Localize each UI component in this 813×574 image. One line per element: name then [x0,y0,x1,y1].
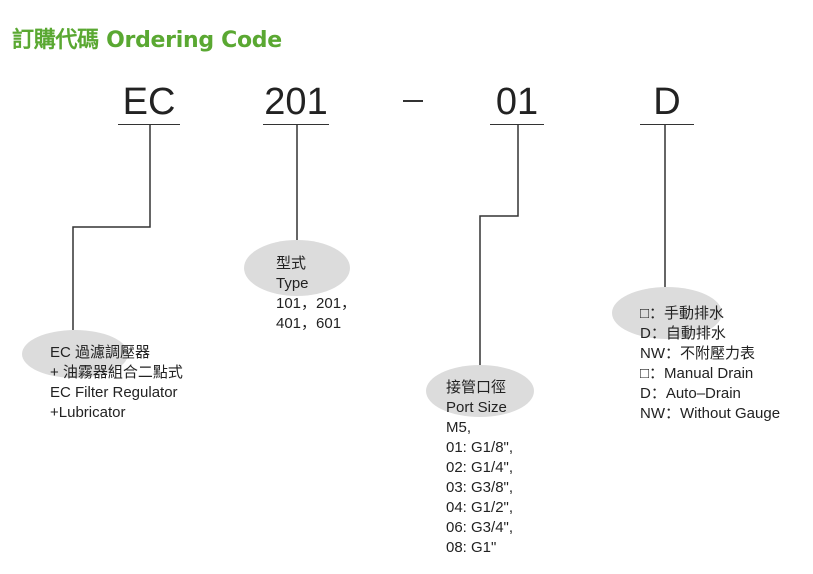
code-drain: D [653,81,681,123]
bubble-type [244,240,350,296]
desc-drain-line: NW：不附壓力表 [640,345,755,362]
desc-port-line: 02: G1/4", [446,459,514,476]
code-model-underline [118,124,180,125]
connector-port [479,125,519,368]
desc-model-line: + 油霧器組合二點式 [50,364,183,381]
desc-type-line: 型式 [276,255,307,272]
code-port: 01 [495,81,539,123]
desc-drain-line: NW：Without Gauge [640,405,781,422]
desc-port-line: M5, [446,419,472,436]
desc-port: 接管口徑 Port Size M5, 01: G1/8", 02: G1/4",… [446,378,513,558]
desc-port-line: Port Size [446,399,507,416]
code-separator [403,100,423,102]
code-port-underline [490,124,544,125]
bubble-drain [612,287,722,339]
desc-type: 型式 Type 101，201， 401，601 [276,254,356,334]
connector-model [72,125,151,330]
desc-model-line: EC 過濾調壓器 [50,344,151,361]
page-title: 訂購代碼 Ordering Code [12,28,282,53]
desc-drain-line: □：Manual Drain [640,365,754,382]
code-type: 201 [264,81,328,123]
desc-port-line: 接管口徑 [446,379,507,396]
code-type-underline [263,124,329,125]
desc-drain-line: D：Auto–Drain [640,385,741,402]
desc-port-line: 04: G1/2", [446,499,514,516]
desc-model-line: +Lubricator [50,404,126,421]
code-drain-underline [640,124,694,125]
bubble-port [426,365,534,417]
desc-type-line: 101，201， [276,295,357,312]
desc-type-line: Type [276,275,309,292]
desc-port-line: 01: G1/8", [446,439,514,456]
desc-port-line: 08: G1" [446,539,497,556]
desc-port-line: 06: G3/4", [446,519,514,536]
code-model: EC [122,81,176,123]
desc-type-line: 401，601 [276,315,342,332]
bubble-model [22,330,128,378]
desc-drain-line: D：自動排水 [640,325,726,342]
desc-port-line: 03: G3/8", [446,479,514,496]
desc-model: EC 過濾調壓器 + 油霧器組合二點式 EC Filter Regulator … [50,343,183,423]
desc-drain-line: □：手動排水 [640,305,725,322]
desc-model-line: EC Filter Regulator [50,384,178,401]
desc-drain: □：手動排水 D：自動排水 NW：不附壓力表 □：Manual Drain D：… [640,304,780,424]
